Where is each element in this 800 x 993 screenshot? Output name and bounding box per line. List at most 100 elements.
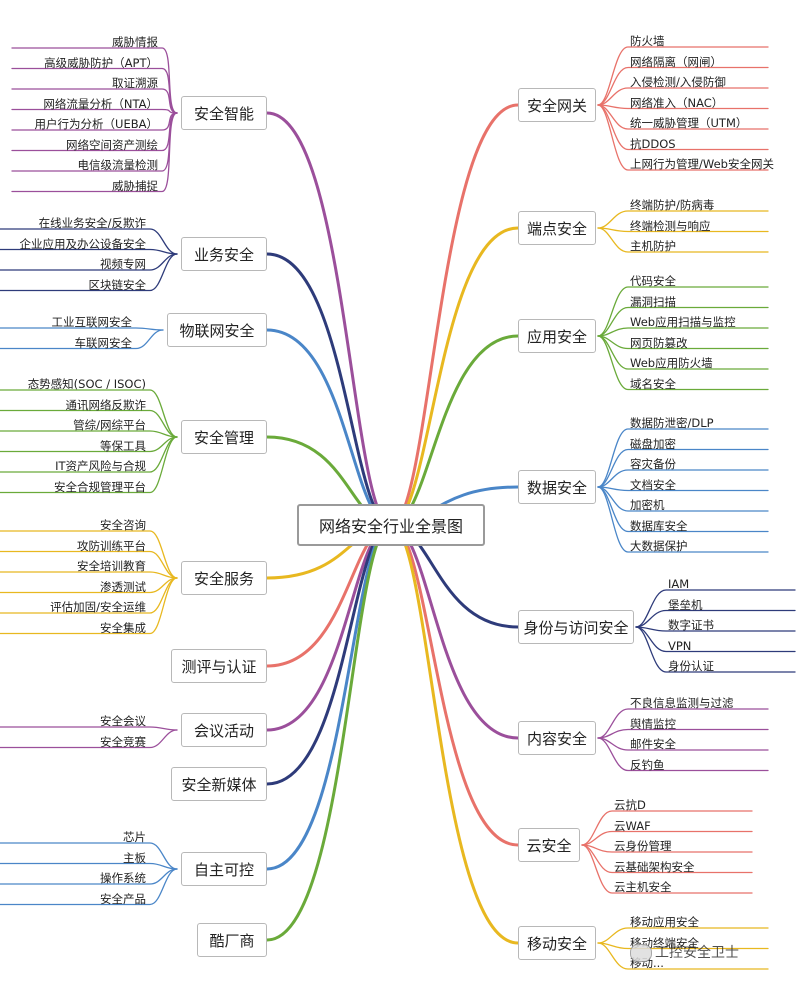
leaf-connector-left: [0, 577, 178, 594]
leaf-left-item: 操作系统: [100, 871, 146, 885]
leaf-right-item: 数据防泄密/DLP: [630, 416, 714, 430]
branch-left-10: 酷厂商: [197, 923, 267, 957]
branch-right-2: 端点安全: [518, 211, 596, 245]
leaf-right-item: 网络准入（NAC）: [630, 95, 724, 110]
leaf-connector-left: [0, 253, 178, 271]
leaf-left-item: 渗透测试: [100, 579, 146, 594]
leaf-connector-right: [581, 844, 753, 894]
leaf-left-item: 管综/网综平台: [73, 418, 146, 432]
leaf-connector-right: [597, 486, 769, 492]
leaf-left-item: 主板: [123, 850, 146, 865]
branch-connector-right-1: [389, 103, 520, 527]
leaf-left-item: 安全产品: [100, 891, 146, 906]
leaf-right-item: 数字证书: [668, 618, 714, 632]
leaf-right-item: 反钓鱼: [630, 757, 665, 772]
branch-left-4: 安全管理: [181, 420, 267, 454]
branch-right-5: 身份与访问安全: [518, 610, 634, 644]
leaf-left-item: 网络空间资产测绘: [66, 137, 158, 152]
leaf-connector-left: [11, 112, 178, 193]
leaf-connector-left: [0, 862, 178, 870]
branch-connector-right-2: [389, 226, 520, 527]
leaf-left-item: 安全咨询: [100, 518, 146, 532]
leaf-left-item: 用户行为分析（UEBA）: [34, 117, 158, 131]
branch-left-7: 会议活动: [181, 713, 267, 747]
leaf-connector-right: [635, 626, 796, 673]
leaf-connector-left: [0, 409, 178, 438]
branch-right-7: 云安全: [518, 828, 580, 862]
leaf-right-item: 不良信息监测与过滤: [630, 696, 734, 710]
leaf-right-item: 大数据保护: [630, 539, 688, 553]
leaf-left-item: 安全竞赛: [100, 734, 146, 749]
leaf-left-item: 安全培训教育: [77, 559, 146, 573]
leaf-connector-right: [597, 486, 769, 553]
leaf-connector-left: [11, 88, 178, 114]
leaf-connector-right: [597, 737, 769, 772]
leaf-right-item: 终端防护/防病毒: [630, 198, 715, 212]
branch-connector-left-10: [265, 523, 393, 942]
leaf-right-item: 代码安全: [630, 274, 676, 288]
leaf-right-item: 漏洞扫描: [630, 294, 676, 309]
leaf-right-item: 磁盘加密: [630, 436, 676, 451]
leaf-right-item: 网页防篡改: [630, 335, 688, 350]
leaf-right-item: 防火墙: [630, 34, 665, 48]
leaf-right-item: IAM: [668, 577, 690, 591]
leaf-connector-right: [597, 104, 769, 171]
leaf-connector-right: [597, 210, 769, 229]
leaf-connector-right: [597, 66, 769, 106]
leaf-right-item: 容灾备份: [630, 457, 676, 471]
leaf-left-item: 评估加固/安全运维: [50, 600, 146, 614]
leaf-left-item: 网络流量分析（NTA）: [43, 96, 158, 111]
leaf-connector-left: [0, 253, 178, 292]
leaf-left-item: 安全会议: [100, 714, 146, 728]
leaf-connector-right: [635, 589, 796, 628]
leaf-right-item: Web应用扫描与监控: [630, 315, 736, 329]
branch-right-4: 数据安全: [518, 470, 596, 504]
leaf-right-item: 上网行为管理/Web安全网关: [630, 157, 774, 171]
wechat-icon: [630, 944, 652, 962]
branch-left-8: 安全新媒体: [171, 767, 267, 801]
branch-left-3: 物联网安全: [167, 313, 267, 347]
watermark: 工控安全卫士: [630, 942, 739, 962]
leaf-right-item: 加密机: [630, 498, 665, 512]
leaf-connector-right: [597, 327, 769, 337]
leaf-connector-right: [597, 927, 769, 944]
leaf-left-item: 芯片: [123, 830, 146, 844]
leaf-right-item: 云身份管理: [614, 839, 672, 853]
leaf-right-item: 入侵检测/入侵防御: [630, 75, 726, 89]
leaf-connector-left: [0, 436, 178, 494]
leaf-right-item: 云基础架构安全: [614, 859, 695, 874]
leaf-right-item: 文档安全: [630, 477, 676, 492]
leaf-left-item: 视频专网: [100, 257, 146, 271]
leaf-connector-right: [597, 335, 769, 391]
branch-right-3: 应用安全: [518, 319, 596, 353]
leaf-right-item: 云抗D: [614, 798, 646, 812]
leaf-connector-right: [597, 737, 769, 751]
leaf-right-item: 云WAF: [614, 818, 651, 833]
leaf-left-item: 高级威胁防护（APT）: [44, 55, 158, 70]
leaf-left-item: 等保工具: [100, 438, 146, 453]
branch-left-9: 自主可控: [181, 852, 267, 886]
leaf-left-item: 通讯网络反欺诈: [65, 397, 147, 412]
leaf-connector-left: [0, 228, 178, 255]
leaf-connector-right: [597, 469, 769, 488]
watermark-text: 工控安全卫士: [655, 945, 739, 961]
leaf-connector-right: [635, 609, 796, 628]
leaf-left-item: 威胁情报: [112, 35, 158, 49]
branch-right-6: 内容安全: [518, 721, 596, 755]
leaf-left-item: 工业互联网安全: [51, 315, 133, 329]
leaf-left-item: 在线业务安全/反欺诈: [38, 216, 146, 230]
leaf-right-item: 舆情监控: [630, 716, 676, 731]
leaf-left-item: 安全集成: [100, 620, 146, 635]
leaf-connector-right: [597, 46, 769, 106]
leaf-left-item: 攻防训练平台: [77, 538, 146, 553]
branch-connector-right-8: [389, 523, 520, 945]
leaf-connector-left: [0, 550, 178, 579]
leaf-left-item: 安全合规管理平台: [54, 479, 146, 494]
leaf-right-item: 邮件安全: [630, 737, 676, 751]
branch-right-8: 移动安全: [518, 926, 596, 960]
branch-left-1: 安全智能: [181, 96, 267, 130]
branch-connector-right-7: [389, 523, 520, 847]
leaf-left-item: IT资产风险与合规: [55, 459, 146, 473]
